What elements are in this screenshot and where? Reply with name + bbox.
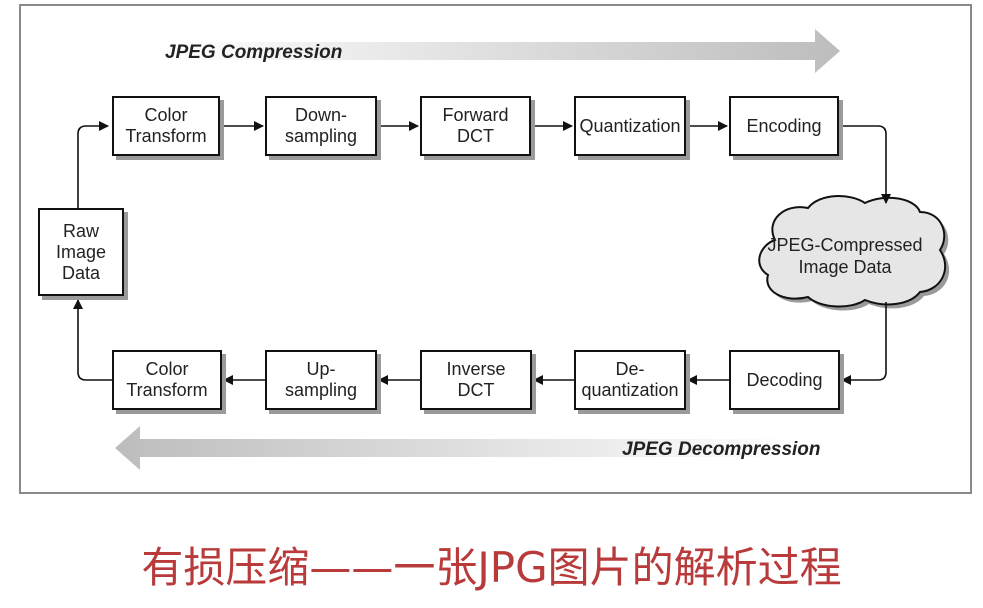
compression-label: JPEG Compression [165, 42, 343, 63]
compressed-data-label: JPEG-Compressed Image Data [767, 235, 923, 277]
downsampling-box: Down- sampling [265, 96, 377, 156]
inverse-dct-box: Inverse DCT [420, 350, 532, 410]
flow-arrow [77, 121, 109, 208]
flow-arrow [73, 299, 112, 381]
forward-dct-box: Forward DCT [420, 96, 531, 156]
compression-direction-arrow [160, 29, 840, 73]
dequantization-box: De- quantization [574, 350, 686, 410]
color-transform-inverse-box: Color Transform [112, 350, 222, 410]
decompression-direction-arrow [115, 426, 800, 470]
quantization-box: Quantization [574, 96, 686, 156]
raw-image-data-box: Raw Image Data [38, 208, 124, 296]
encoding-box: Encoding [729, 96, 839, 156]
decoding-box: Decoding [729, 350, 840, 410]
flow-arrow [841, 302, 887, 385]
caption: 有损压缩——一张JPG图片的解析过程 [141, 543, 842, 592]
color-transform-box: Color Transform [112, 96, 220, 156]
compressed-data-cloud-body [758, 195, 947, 308]
upsampling-box: Up- sampling [265, 350, 377, 410]
decompression-label: JPEG Decompression [622, 439, 821, 460]
flow-arrow [839, 125, 891, 204]
